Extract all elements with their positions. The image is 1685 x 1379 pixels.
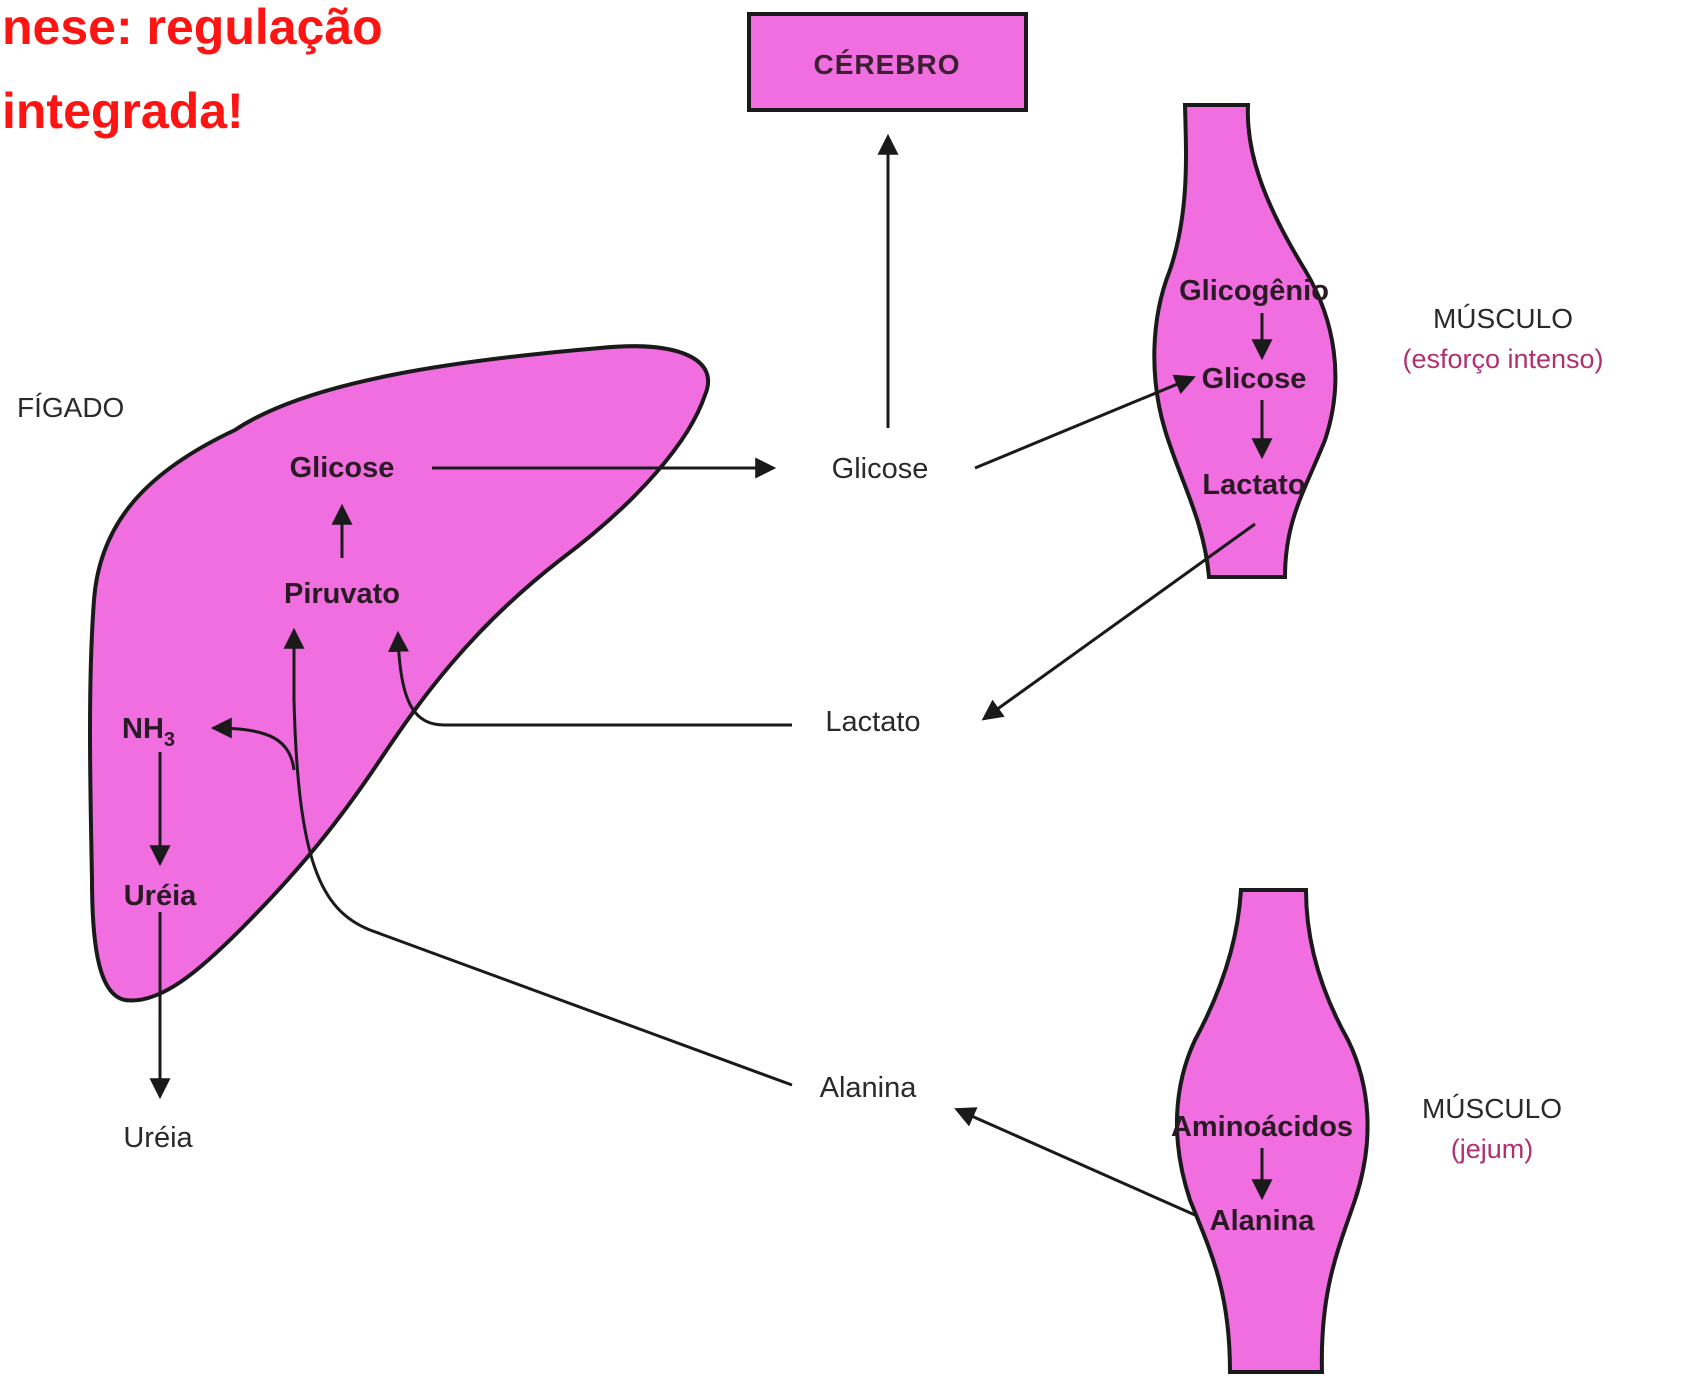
muscle-exercise-subtitle: (esforço intenso) <box>1402 344 1603 374</box>
ureia-out-label: Uréia <box>123 1122 193 1154</box>
liver-ureia-label: Uréia <box>124 880 197 912</box>
muscle-fasting-title: MÚSCULO <box>1422 1093 1562 1124</box>
liver-glicose-label: Glicose <box>290 452 395 484</box>
arrow-muscle-alanina-to-blood <box>958 1110 1195 1215</box>
muscle-glicose-label: Glicose <box>1202 363 1307 395</box>
title-line-2: integrada! <box>2 83 244 139</box>
nh3-subscript-text: 3 <box>164 729 175 751</box>
nh3-main-text: NH <box>122 713 164 745</box>
arrow-blood-glicose-to-muscle <box>975 378 1192 468</box>
muscle-glicogenio-label: Glicogênio <box>1179 275 1329 307</box>
muscle-exercise-shape <box>1154 105 1335 577</box>
muscle-fasting-subtitle: (jejum) <box>1451 1134 1534 1164</box>
muscle-alanina-label: Alanina <box>1210 1205 1316 1237</box>
arrow-muscle-lactato-to-blood <box>985 524 1255 718</box>
blood-glicose-label: Glicose <box>832 453 929 485</box>
title-line-1: nese: regulação <box>2 0 383 55</box>
brain-label: CÉREBRO <box>813 49 960 80</box>
liver-label: FÍGADO <box>17 392 124 423</box>
muscle-exercise-title: MÚSCULO <box>1433 303 1573 334</box>
blood-lactato-label: Lactato <box>825 706 920 738</box>
blood-alanina-label: Alanina <box>820 1072 918 1104</box>
muscle-lactato-label: Lactato <box>1202 469 1305 501</box>
liver-piruvato-label: Piruvato <box>284 578 400 610</box>
muscle-aminoacidos-label: Aminoácidos <box>1171 1111 1353 1143</box>
